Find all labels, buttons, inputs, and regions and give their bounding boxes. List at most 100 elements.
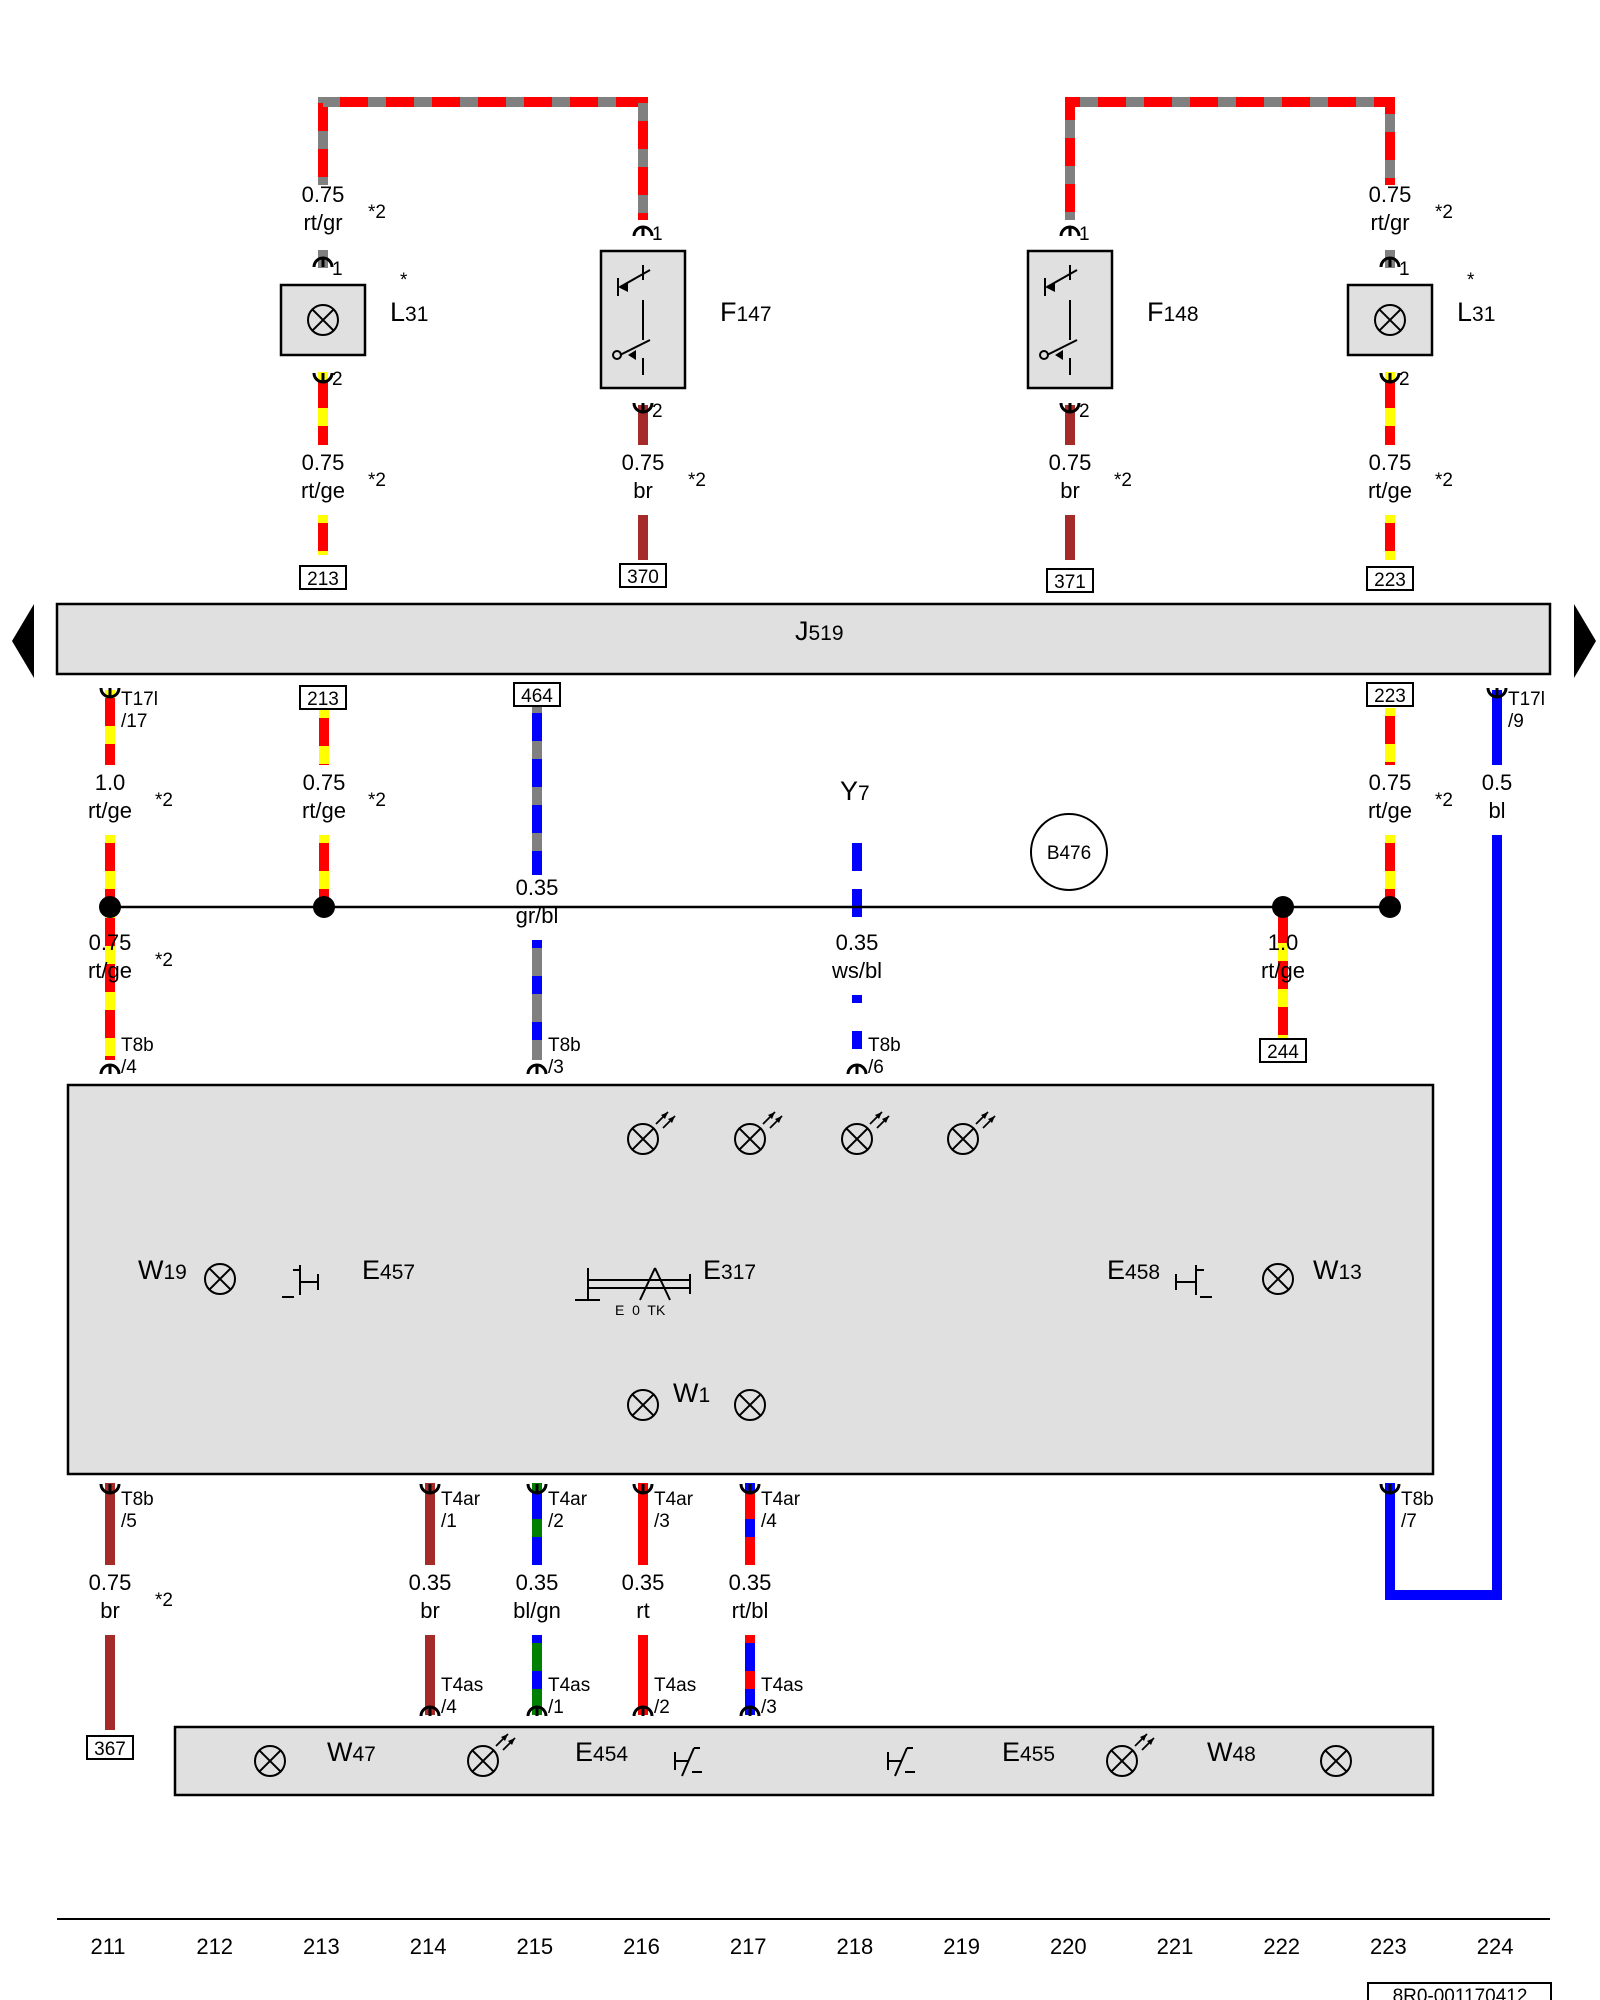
doc-id: 8R0-001170412 xyxy=(1393,1986,1528,2000)
wire-segment xyxy=(1385,835,1502,1600)
wire-gauge: 0.75 xyxy=(89,930,132,955)
footnote-marker: *2 xyxy=(368,790,386,811)
reference-box-244: 244 xyxy=(1259,1038,1307,1063)
wire-gauge: 0.35 xyxy=(516,875,559,900)
wire-color: rt/ge xyxy=(88,958,132,983)
switch-e317 xyxy=(575,1267,691,1301)
reference-box-367: 367 xyxy=(86,1735,134,1760)
wire-color: rt/gr xyxy=(1370,210,1409,235)
svg-text:T8b: T8b xyxy=(1401,1489,1434,1510)
svg-text:T8b: T8b xyxy=(548,1035,581,1056)
wire-labels: 0.75 rt/gr 0.75 rt/gr 0.75 rt/ge 0.75 br 0.75 br 0… xyxy=(88,182,1512,1623)
junction-dot xyxy=(1379,896,1401,918)
lamp-switch-box xyxy=(173,1725,1435,1797)
wire-gauge: 0.75 xyxy=(1369,450,1412,475)
b476-ground-point xyxy=(1030,813,1108,891)
w1-label: W1 xyxy=(673,1378,710,1408)
l31-left-label: L31 xyxy=(390,297,428,327)
wire-gauge: 0.35 xyxy=(729,1570,772,1595)
wire-gauge: 0.75 xyxy=(302,450,345,475)
switch-f148 xyxy=(1026,249,1114,390)
wire-color: rt/ge xyxy=(1261,958,1305,983)
wire-gauge: 0.75 xyxy=(303,770,346,795)
wire-segment xyxy=(318,97,648,220)
wire-color: rt/ge xyxy=(88,798,132,823)
switch-e457 xyxy=(282,1265,319,1298)
wire-gauge: 0.35 xyxy=(516,1570,559,1595)
b476-label: B476 xyxy=(1047,843,1091,864)
reference-box-213: 213 xyxy=(299,685,347,710)
svg-text:/4: /4 xyxy=(441,1697,457,1718)
switch-e458 xyxy=(1175,1265,1212,1298)
e458-label: E458 xyxy=(1107,1255,1160,1285)
svg-text:213: 213 xyxy=(307,569,339,590)
reference-box-370: 370 xyxy=(619,563,667,588)
svg-text:T4as: T4as xyxy=(548,1675,590,1696)
svg-text:/3: /3 xyxy=(654,1511,670,1532)
j519-label: J519 xyxy=(795,616,844,646)
junction-dot xyxy=(313,896,335,918)
wire-color: bl xyxy=(1488,798,1505,823)
svg-text:/1: /1 xyxy=(441,1511,457,1532)
e457-label: E457 xyxy=(362,1255,415,1285)
svg-text:T4ar: T4ar xyxy=(548,1489,588,1510)
svg-text:T8b: T8b xyxy=(868,1035,901,1056)
switch-e455 xyxy=(887,1747,915,1777)
wire-gauge: 0.35 xyxy=(836,930,879,955)
wire-color: br xyxy=(420,1598,440,1623)
w47-label: W47 xyxy=(327,1737,376,1767)
svg-text:T4as: T4as xyxy=(441,1675,483,1696)
svg-text:T8b: T8b xyxy=(121,1035,154,1056)
track-number: 212 xyxy=(196,1934,233,1959)
svg-text:223: 223 xyxy=(1374,570,1406,591)
footnote-marker: *2 xyxy=(155,790,173,811)
svg-text:/7: /7 xyxy=(1401,1511,1417,1532)
junction-dot xyxy=(99,896,121,918)
wire-color: rt/ge xyxy=(301,478,345,503)
wire-color: rt/ge xyxy=(1368,798,1412,823)
svg-text:T17l: T17l xyxy=(1508,689,1545,710)
track-number: 219 xyxy=(943,1934,980,1959)
svg-text:/2: /2 xyxy=(654,1697,670,1718)
wire-color: rt/gr xyxy=(303,210,342,235)
junction-dot xyxy=(1272,896,1294,918)
footnote-marker: *2 xyxy=(155,950,173,971)
connector-labels: T17l/17 T17l/9 T8b/4 T8b/3 T8b/6 T8b/5 T… xyxy=(121,689,1545,1718)
track-number: 221 xyxy=(1157,1934,1194,1959)
wire-segment xyxy=(1065,97,1395,220)
wire-color: br xyxy=(633,478,653,503)
footnote-marker: *2 xyxy=(1435,790,1453,811)
pin-number: 1 xyxy=(652,224,663,245)
footnote-marker: *2 xyxy=(368,202,386,223)
reference-box-464: 464 xyxy=(513,682,561,707)
wire-gauge: 0.75 xyxy=(89,1570,132,1595)
wire-gauge: 0.75 xyxy=(1369,182,1412,207)
wire-gauge: 1.0 xyxy=(1268,930,1299,955)
svg-text:/6: /6 xyxy=(868,1057,884,1078)
wire-color: gr/bl xyxy=(516,903,559,928)
track-number: 218 xyxy=(837,1934,874,1959)
wire-color: rt xyxy=(636,1598,649,1623)
track-number: 222 xyxy=(1263,1934,1300,1959)
svg-text:223: 223 xyxy=(1374,686,1406,707)
control-unit-j519 xyxy=(55,602,1552,676)
wire-gauge: 0.35 xyxy=(409,1570,452,1595)
track-number: 220 xyxy=(1050,1934,1087,1959)
track-number: 224 xyxy=(1477,1934,1514,1959)
pin-number: 2 xyxy=(1079,401,1090,422)
svg-text:464: 464 xyxy=(521,686,553,707)
wire-gauge: 0.75 xyxy=(1049,450,1092,475)
wire-gauge: 0.5 xyxy=(1482,770,1513,795)
f148-label: F148 xyxy=(1147,297,1199,327)
svg-text:370: 370 xyxy=(627,567,659,588)
f147-label: F147 xyxy=(720,297,772,327)
svg-text:/1: /1 xyxy=(548,1697,564,1718)
footnote-marker: *2 xyxy=(155,1590,173,1611)
lamp-l31-left xyxy=(279,283,367,357)
svg-text:T4as: T4as xyxy=(654,1675,696,1696)
svg-text:/5: /5 xyxy=(121,1511,137,1532)
track-number: 211 xyxy=(90,1934,125,1959)
pin-number: 2 xyxy=(1399,369,1410,390)
instrument-panel-box xyxy=(66,1083,1435,1476)
